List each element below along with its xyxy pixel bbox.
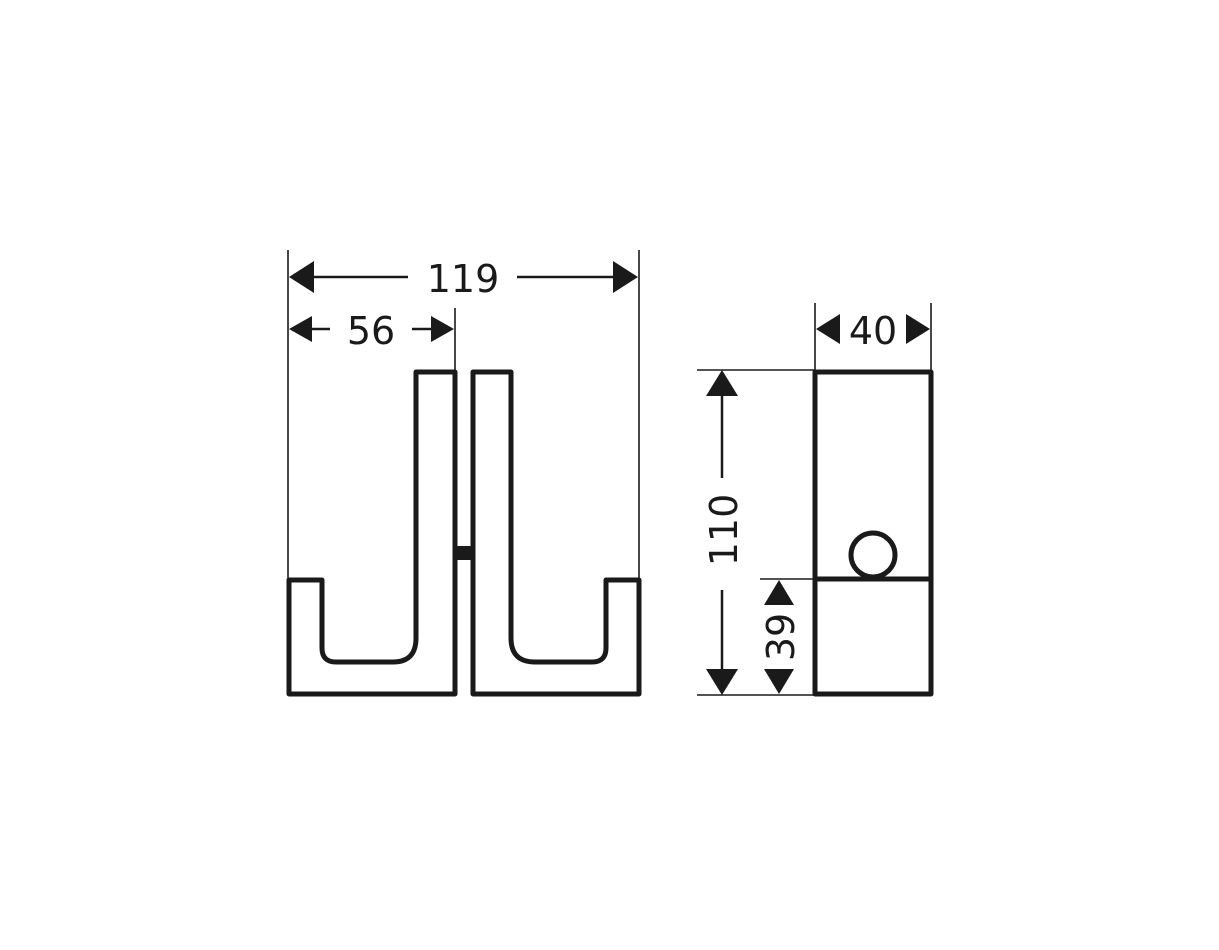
side-view: 40 110 39	[697, 303, 934, 697]
arrowhead-right	[613, 261, 638, 293]
arrowhead-right	[906, 314, 930, 344]
arrowhead-right	[431, 316, 454, 342]
overall-width-label: 119	[427, 257, 500, 301]
arrowhead-top	[706, 370, 738, 396]
arrowhead-bottom	[706, 669, 738, 695]
mounting-knob	[848, 530, 898, 580]
dimension-hook-width: 56	[289, 309, 454, 353]
arrowhead-left	[816, 314, 840, 344]
left-hook-outline	[286, 369, 458, 697]
dimension-overall-height: 110	[702, 370, 746, 695]
hook-connector	[455, 546, 473, 560]
base-height-label: 39	[759, 613, 803, 661]
arrowhead-left	[289, 316, 312, 342]
arrowhead-top	[764, 580, 794, 605]
arrowhead-left	[289, 261, 314, 293]
dimension-overall-width: 119	[289, 257, 638, 301]
arrowhead-bottom	[764, 669, 794, 694]
hook-width-label: 56	[347, 309, 395, 353]
front-view: 119 56	[286, 250, 642, 697]
side-body-outline	[812, 369, 934, 697]
overall-height-label: 110	[702, 494, 746, 567]
right-hook-outline	[470, 369, 642, 697]
dimension-depth: 40	[816, 309, 930, 353]
dimension-base-height: 39	[759, 580, 803, 694]
depth-label: 40	[849, 309, 897, 353]
